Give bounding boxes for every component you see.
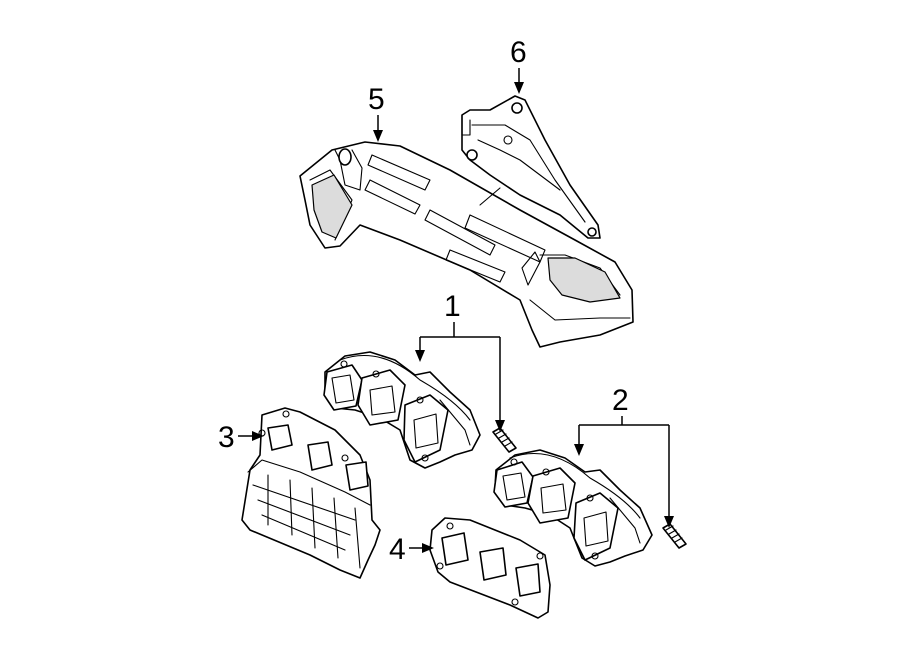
- heat-shield-part[interactable]: [299, 141, 634, 348]
- callout-1[interactable]: 1: [415, 290, 505, 432]
- exhaust-manifold-right-part[interactable]: [493, 449, 653, 567]
- stud-right-part[interactable]: [662, 523, 687, 549]
- stud-left-part[interactable]: [492, 427, 517, 453]
- callout-1-number: 1: [444, 290, 461, 323]
- callout-2[interactable]: 2: [574, 384, 674, 528]
- callout-4-number: 4: [389, 533, 406, 566]
- callout-4[interactable]: 4: [389, 533, 434, 566]
- gasket-part[interactable]: [429, 517, 551, 619]
- callout-6[interactable]: 6: [510, 36, 527, 94]
- callout-6-number: 6: [510, 36, 527, 69]
- bracket-part[interactable]: [461, 95, 601, 239]
- callout-2-number: 2: [612, 384, 629, 417]
- callout-3-number: 3: [218, 421, 235, 454]
- callout-5-number: 5: [368, 83, 385, 116]
- callout-5[interactable]: 5: [368, 83, 385, 142]
- callout-3[interactable]: 3: [218, 421, 264, 454]
- gasket-with-shield-part[interactable]: [241, 407, 381, 579]
- exhaust-manifold-left-part[interactable]: [323, 351, 481, 469]
